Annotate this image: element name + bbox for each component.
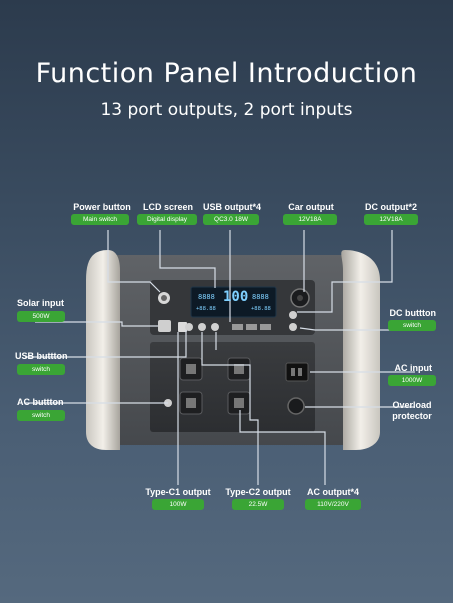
ac-input-socket	[285, 362, 309, 382]
type-c2-tag: 22.5W	[232, 499, 284, 510]
lcd-center-value: 100	[223, 289, 249, 305]
solar-input-port	[158, 320, 171, 332]
right-handle	[341, 250, 380, 450]
lcd-screen-tag: Digital display	[137, 214, 197, 225]
lcd-right-value: 8888	[252, 293, 269, 301]
usb-output-tag: QC3.0 18W	[203, 214, 259, 225]
dc-button-label: DC buttton	[389, 308, 436, 318]
ac-outlet-panel	[150, 342, 315, 432]
dc-output-tag: 12V18A	[364, 214, 418, 225]
ac-output-label: AC output*4	[307, 487, 359, 497]
overload-protector	[287, 397, 305, 415]
left-handle	[86, 250, 120, 450]
ac-button-label: AC buttton	[17, 397, 64, 407]
ac-button-tag: switch	[17, 410, 65, 421]
type-c1-tag: 100W	[152, 499, 204, 510]
lcd-screen	[190, 286, 277, 318]
page-subtitle: 13 port outputs, 2 port inputs	[100, 100, 353, 120]
power-button-tag: Main switch	[71, 214, 129, 225]
page-title: Function Panel Introduction	[35, 58, 418, 89]
solar-input-label: Solar input	[17, 298, 64, 308]
lcd-screen-label: LCD screen	[142, 202, 194, 212]
usb-output-label: USB output*4	[203, 202, 261, 212]
dc-button-tag: switch	[388, 320, 436, 331]
type-c2-port	[198, 323, 206, 331]
power-button-label: Power button	[73, 202, 131, 212]
car-output-label: Car output	[288, 202, 334, 212]
lcd-bottom-left: +88.88	[196, 306, 216, 312]
type-c1-port	[185, 323, 193, 331]
usb-button-tag: switch	[17, 364, 65, 375]
ac-input-label: AC input	[394, 363, 433, 373]
type-c2-label: Type-C2 output	[225, 487, 291, 497]
solar-input-tag: 500W	[17, 311, 65, 322]
ac-output-tag: 110V/220V	[305, 499, 361, 510]
lcd-left-value: 8888	[198, 293, 215, 301]
lcd-bottom-right: +88.88	[251, 306, 271, 312]
usb-port	[232, 324, 243, 330]
usb-button-label: USB buttton	[15, 351, 68, 361]
callout-lines	[25, 230, 415, 485]
overload-label-2: protector	[392, 411, 432, 421]
type-c1-label: Type-C1 output	[145, 487, 211, 497]
dc-output-label: DC output*2	[365, 202, 417, 212]
ac-input-tag: 1000W	[388, 375, 436, 386]
overload-label-1: Overload	[392, 400, 432, 410]
car-output-tag: 12V18A	[283, 214, 337, 225]
